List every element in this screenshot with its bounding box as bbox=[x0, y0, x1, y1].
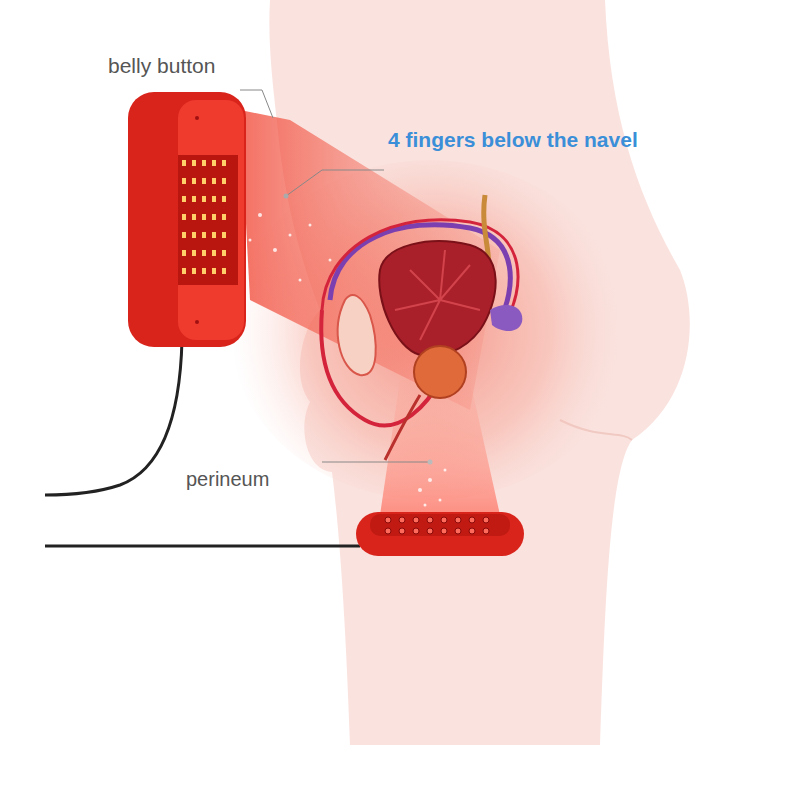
leader-dot bbox=[428, 460, 433, 465]
light-beam bbox=[240, 110, 500, 410]
part-label: belly button bbox=[108, 54, 215, 78]
prostate bbox=[414, 346, 466, 398]
leader-line bbox=[322, 462, 430, 463]
pubic-bone bbox=[338, 295, 376, 375]
cable bbox=[45, 545, 360, 548]
leader-line bbox=[240, 90, 273, 118]
part-label: perineum bbox=[186, 468, 269, 491]
upper-device bbox=[128, 92, 246, 347]
bladder-folds bbox=[395, 250, 480, 340]
position-note: 4 fingers below the navel bbox=[388, 128, 638, 152]
light-beam-lower bbox=[380, 380, 500, 515]
leader-line bbox=[286, 170, 384, 196]
seminal-vesicle bbox=[490, 305, 522, 331]
cable bbox=[45, 340, 182, 495]
leader-dot bbox=[284, 194, 289, 199]
bladder bbox=[379, 241, 495, 356]
sparkles bbox=[249, 213, 447, 507]
urethra bbox=[385, 395, 420, 460]
lower-device bbox=[356, 512, 524, 556]
